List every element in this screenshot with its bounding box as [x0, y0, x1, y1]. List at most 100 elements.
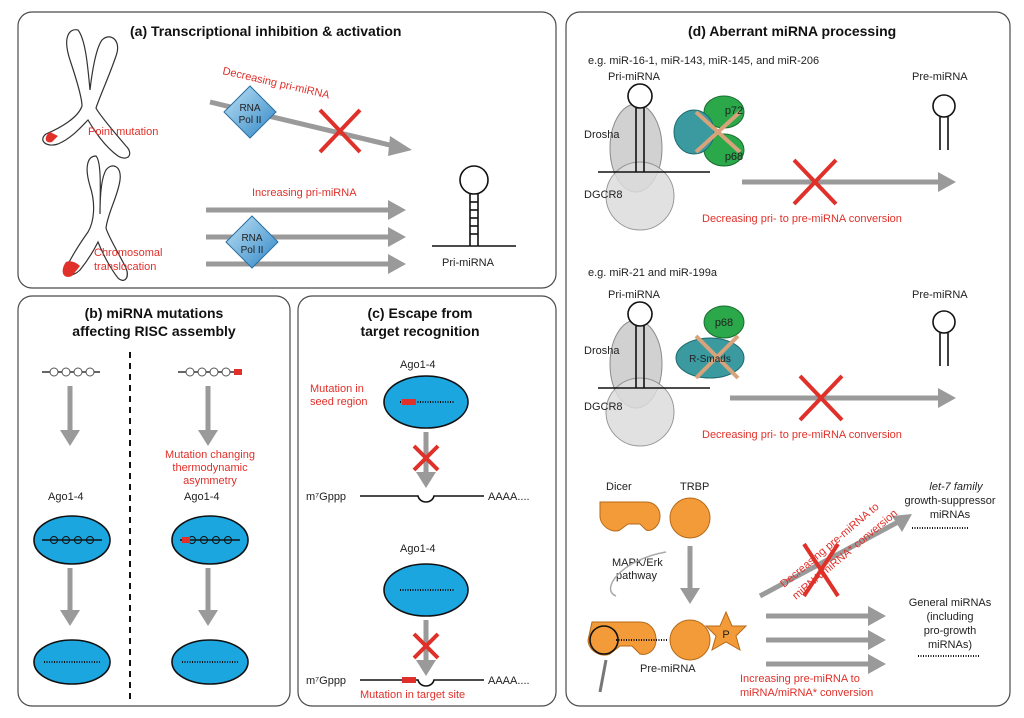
- c-arrow-1-head: [416, 472, 436, 488]
- aaaa-label-1: AAAA....: [488, 491, 530, 503]
- chromosomal-label-2: translocation: [94, 261, 156, 273]
- mapk-label-2: pathway: [616, 570, 657, 582]
- cofactor-x-1: [694, 110, 742, 154]
- general-arrow-1-head: [868, 606, 886, 626]
- m7gppp-label-1: m⁷Gppp: [306, 491, 346, 503]
- phospho-star: [704, 610, 748, 652]
- ago-c-top-strand: [400, 399, 454, 405]
- dgcr8-label-1: DGCR8: [584, 189, 623, 201]
- target-site-mutation: [402, 677, 416, 683]
- pre-label-2: Pre-miRNA: [912, 289, 968, 301]
- ago-top-label: Ago1-4: [400, 359, 435, 371]
- increasing-arrow-2-head: [388, 227, 406, 247]
- rna-pol-top-2: Pol II: [239, 115, 262, 126]
- increasing-pri-mirna-label: Increasing pri-miRNA: [252, 187, 357, 199]
- chromosome-translocation: [62, 155, 128, 281]
- phospho-label: P: [722, 629, 729, 641]
- panel-b: (b) miRNA mutations affecting RISC assem…: [17, 295, 291, 707]
- increasing-arrow-3-head: [388, 254, 406, 274]
- dicer-protein: [599, 501, 661, 532]
- seed-region-label-2: seed region: [310, 396, 368, 408]
- dgcr8-complex-2: [605, 377, 675, 447]
- rna-pol-bottom-1: RNA: [241, 233, 262, 244]
- d-arrow-1-head: [938, 172, 956, 192]
- panel-b-title-1: (b) miRNA mutations: [85, 305, 224, 321]
- d-block-x-2: [798, 374, 844, 422]
- p68-label-2: p68: [715, 317, 733, 329]
- panel-b-frame: [17, 295, 291, 707]
- c-arrow-2-head: [416, 660, 436, 676]
- trbp-label: TRBP: [680, 481, 709, 493]
- p68-protein-2: [703, 305, 745, 339]
- general-label-3: pro-growth: [924, 625, 977, 637]
- m7gppp-label-2: m⁷Gppp: [306, 675, 346, 687]
- general-arrow-2-head: [868, 630, 886, 650]
- ago-right-label: Ago1-4: [184, 491, 219, 503]
- rna-pol-bottom-2: Pol II: [241, 245, 264, 256]
- b-left-arrow-1-head: [60, 430, 80, 446]
- pri-hairpin-d1: [598, 83, 710, 173]
- mirna-duplex-right: [178, 367, 242, 377]
- pri-mirna-hairpin-a: [432, 165, 516, 247]
- dicer-label: Dicer: [606, 481, 632, 493]
- trbp-protein: [669, 497, 711, 539]
- d-block-x-1: [792, 158, 838, 206]
- pri-label-2: Pri-miRNA: [608, 289, 661, 301]
- panel-b-title-2: affecting RISC assembly: [72, 323, 236, 339]
- r-smads-label: R-Smads: [689, 354, 731, 365]
- panel-a-title: (a) Transcriptional inhibition & activat…: [130, 23, 401, 39]
- drosha-label-2: Drosha: [584, 345, 620, 357]
- c-block-x-2: [412, 632, 440, 660]
- let7-label-1: let-7 family: [929, 481, 984, 493]
- seed-region-label-1: Mutation in: [310, 383, 364, 395]
- drosha-label-1: Drosha: [584, 129, 620, 141]
- eg2-label: e.g. miR-21 and miR-199a: [588, 267, 718, 279]
- d-arrow-dicer-head: [680, 588, 700, 604]
- general-label-2: (including: [926, 611, 973, 623]
- inhibition-x: [318, 108, 362, 154]
- panel-d-title: (d) Aberrant miRNA processing: [688, 23, 896, 39]
- cofactor-1: [673, 109, 715, 155]
- general-label-1: General miRNAs: [909, 597, 992, 609]
- pri-mirna-label-a: Pri-miRNA: [442, 257, 495, 269]
- pol-ii-diamond-bottom: [225, 215, 279, 269]
- inc-pre-label-2: miRNA/miRNA* conversion: [740, 687, 873, 699]
- panel-a: (a) Transcriptional inhibition & activat…: [17, 11, 557, 289]
- pre-label-1: Pre-miRNA: [912, 71, 968, 83]
- asymmetry-label: asymmetry: [183, 475, 237, 487]
- dicer-complex-bottom: [587, 619, 711, 693]
- increasing-arrow-1-head: [388, 200, 406, 220]
- pre-hairpin-d2: [932, 310, 956, 366]
- let7-label-3: miRNAs: [930, 509, 971, 521]
- decreasing-arrow-head: [388, 136, 412, 156]
- pri-label-1: Pri-miRNA: [608, 71, 661, 83]
- target-site-label: Mutation in target site: [360, 689, 465, 701]
- b-left-arrow-2-head: [60, 610, 80, 626]
- dgcr8-complex-1: [605, 161, 675, 231]
- rna-pol-top-1: RNA: [239, 103, 260, 114]
- p68-label-1: p68: [725, 151, 743, 163]
- mirna-duplex-left: [42, 367, 100, 377]
- b-right-arrow-1-head: [198, 430, 218, 446]
- panel-c-title-2: target recognition: [360, 323, 479, 339]
- general-label-4: miRNAs): [928, 639, 972, 651]
- pri-hairpin-d2: [598, 301, 710, 389]
- let7-label-2: growth-suppressor: [904, 495, 995, 507]
- panel-a-frame: [17, 11, 557, 289]
- aaaa-label-2: AAAA....: [488, 675, 530, 687]
- dec-conversion-1: Decreasing pri- to pre-miRNA conversion: [702, 213, 902, 225]
- ago-bottom-label: Ago1-4: [400, 543, 435, 555]
- p72-label: p72: [725, 105, 743, 117]
- dec-conversion-2: Decreasing pri- to pre-miRNA conversion: [702, 429, 902, 441]
- ago-left-label: Ago1-4: [48, 491, 83, 503]
- thermodynamic-label: thermodynamic: [172, 462, 248, 474]
- chromosomal-label-1: Chromosomal: [94, 247, 162, 259]
- d-block-x-3: [802, 542, 840, 598]
- pre-mirna-label-d3: Pre-miRNA: [640, 663, 696, 675]
- dgcr8-label-2: DGCR8: [584, 401, 623, 413]
- panel-c: (c) Escape from target recognition Ago1-…: [297, 295, 557, 707]
- let7-arrow-head: [892, 514, 912, 532]
- c-block-x-1: [412, 444, 440, 472]
- pre-hairpin-d1: [932, 94, 956, 150]
- general-arrow-3-head: [868, 654, 886, 674]
